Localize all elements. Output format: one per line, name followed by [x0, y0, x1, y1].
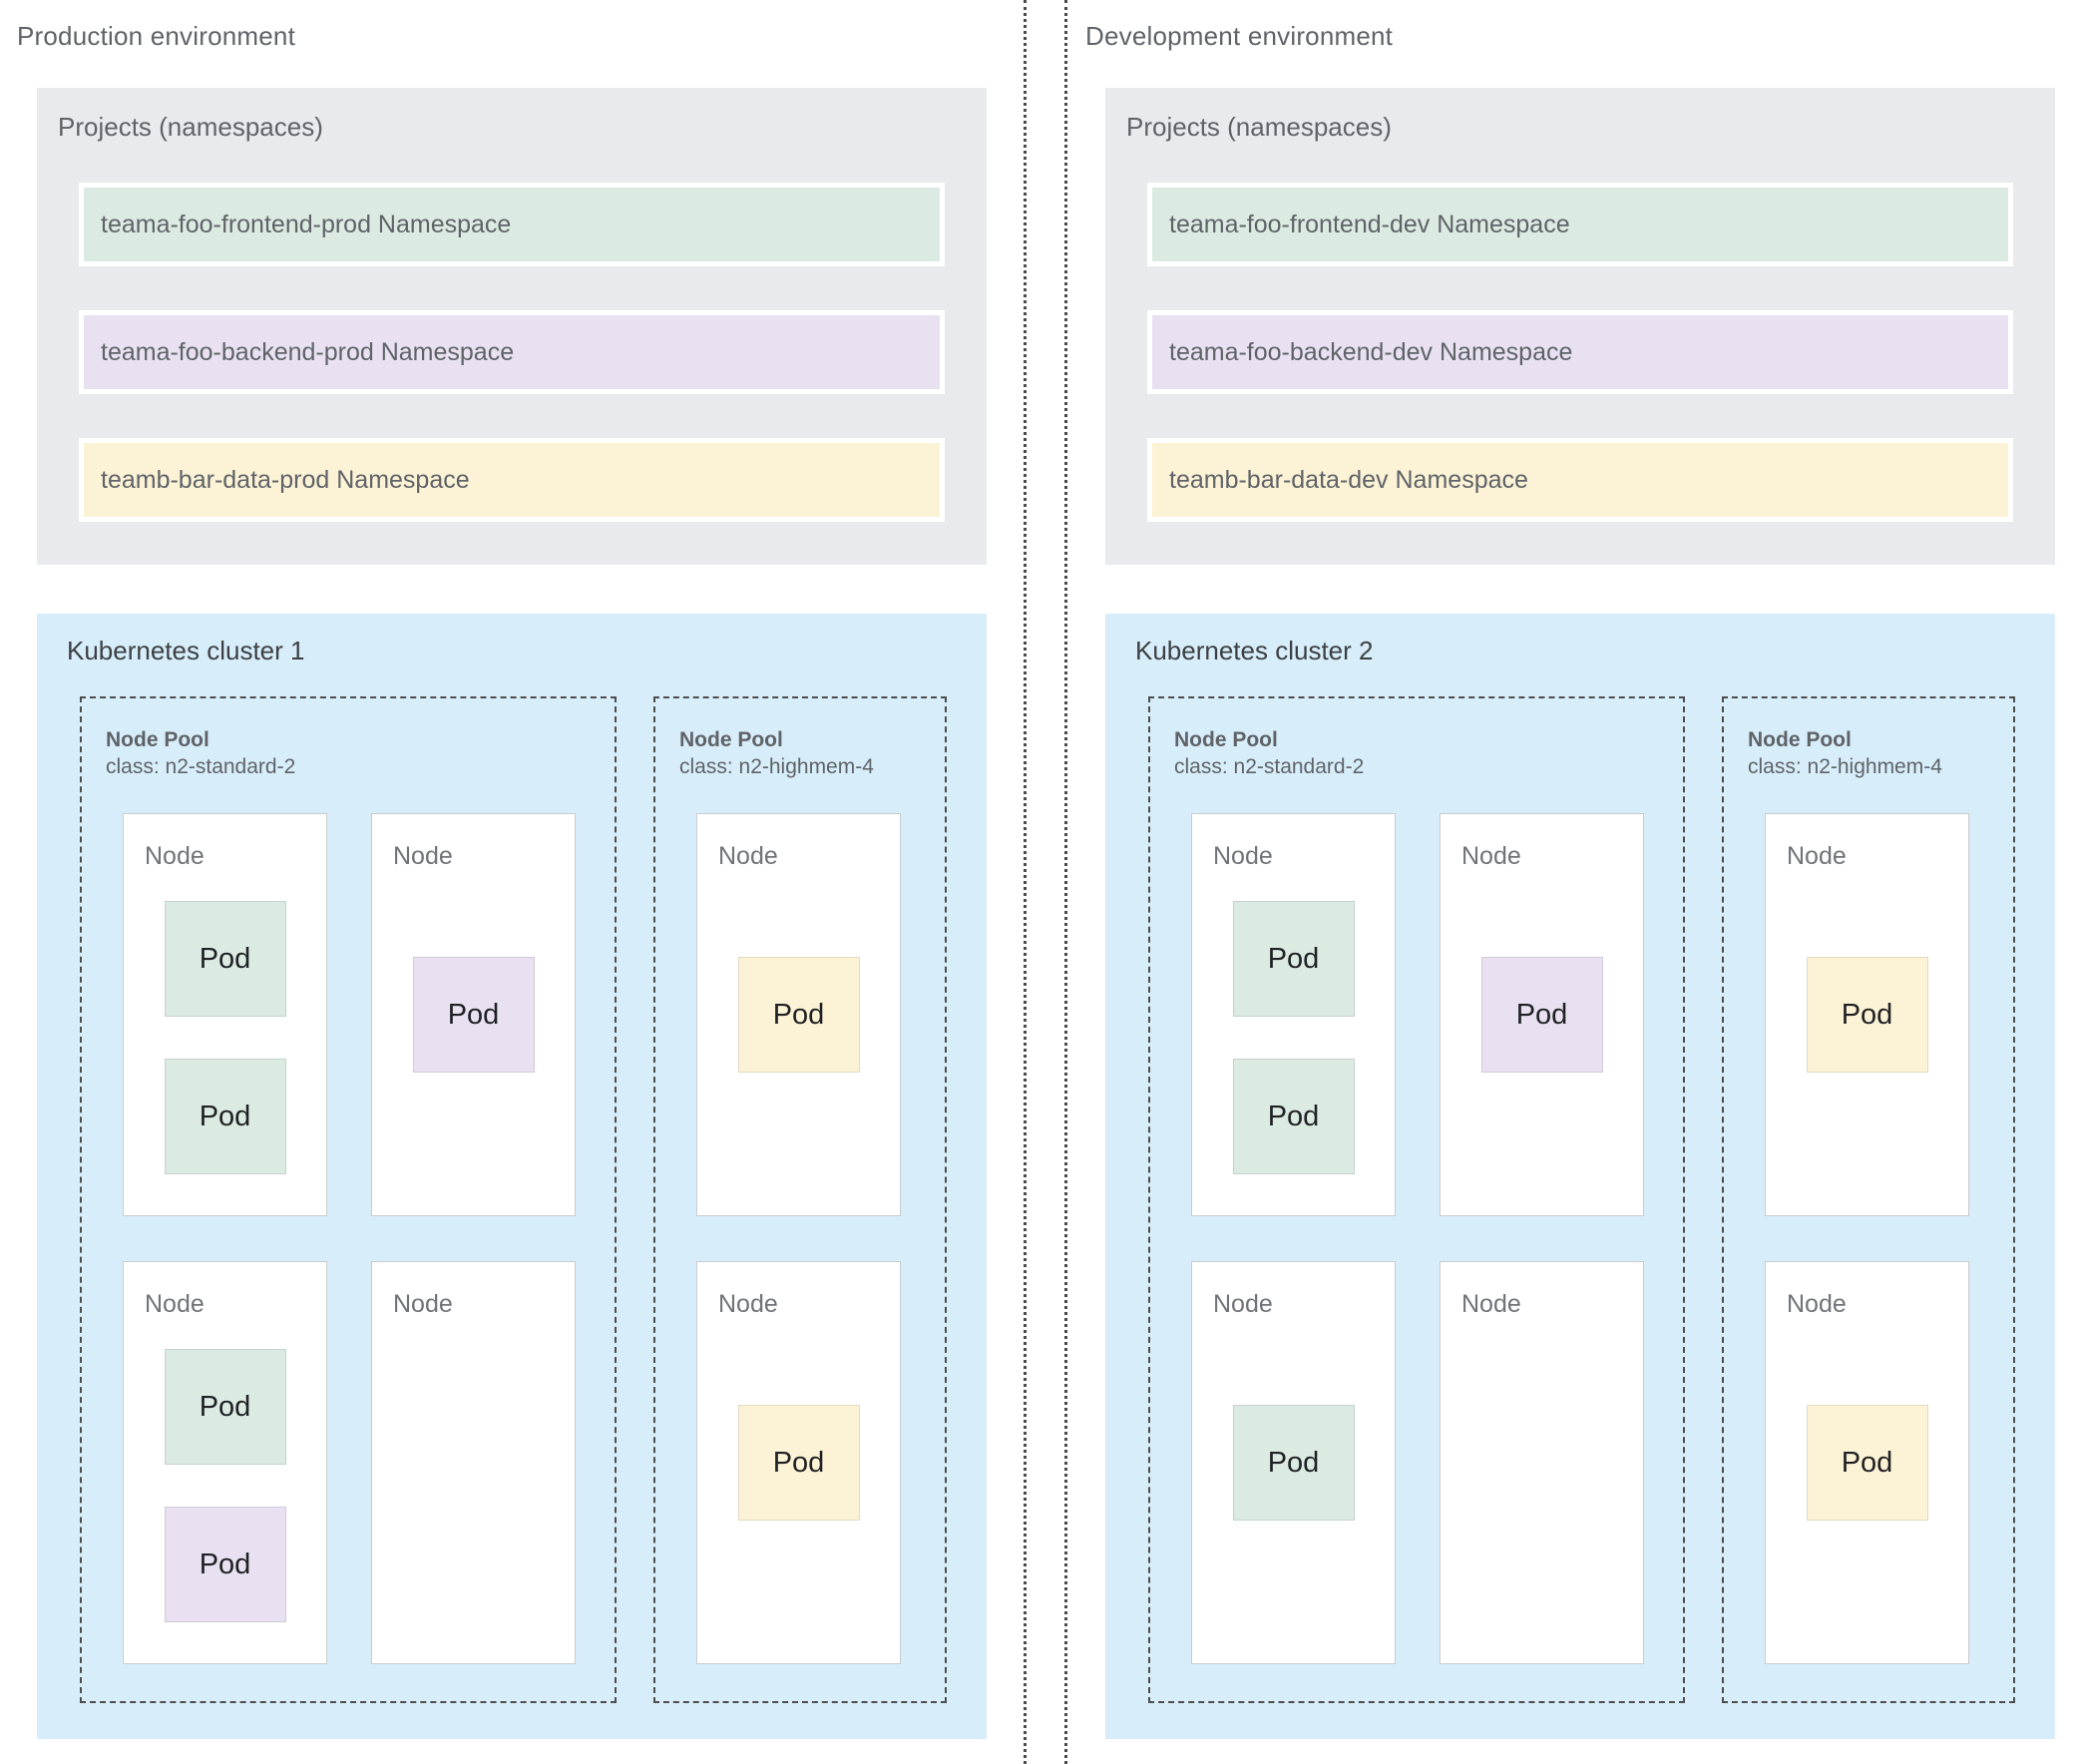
node-label: Node: [145, 842, 205, 870]
pods-container: Pod: [1766, 814, 1968, 1215]
node-box: Node: [371, 1261, 576, 1664]
cluster-title: Kubernetes cluster 2: [1135, 636, 1374, 665]
node-pool-class-label: class: n2-standard-2: [106, 755, 296, 778]
namespace-label: teama-foo-frontend-dev Namespace: [1169, 210, 1570, 238]
node-label: Node: [1213, 1290, 1273, 1318]
pod-frontend: Pod: [1232, 1405, 1355, 1521]
pods-container: [1441, 1262, 1643, 1663]
node-pool-title: Node Pool: [1174, 728, 1278, 751]
environment-divider-line-left: [1024, 0, 1027, 1764]
node-pool-class-label: class: n2-highmem-4: [1748, 755, 1942, 778]
pod-frontend: Pod: [164, 1349, 286, 1465]
pods-container: [372, 1262, 575, 1663]
pods-container: Pod: [697, 814, 900, 1215]
namespace-label: teama-foo-backend-prod Namespace: [101, 337, 515, 366]
node-pool-title: Node Pool: [106, 728, 209, 751]
namespace-row-backend: teama-foo-backend-prod Namespace: [79, 310, 945, 394]
kubernetes-cluster-box: Kubernetes cluster 1 Node Pool class: n2-s…: [37, 614, 987, 1739]
pods-container: Pod: [1441, 814, 1643, 1215]
environment-title: Production environment: [17, 21, 295, 51]
node-pool-title: Node Pool: [1748, 728, 1852, 751]
pod-frontend: Pod: [164, 901, 286, 1017]
kubernetes-cluster-box: Kubernetes cluster 2 Node Pool class: n2-s…: [1105, 614, 2055, 1739]
node-pool-header: Node Pool class: n2-highmem-4: [1748, 726, 1942, 780]
environment-divider-line-right: [1064, 0, 1067, 1764]
projects-namespaces-box: Projects (namespaces) teama-foo-frontend-…: [1105, 88, 2055, 565]
namespace-row-data: teamb-bar-data-dev Namespace: [1147, 438, 2013, 522]
node-pool-header: Node Pool class: n2-standard-2: [1174, 726, 1364, 780]
node-label: Node: [145, 1290, 205, 1318]
projects-box-title: Projects (namespaces): [58, 112, 323, 142]
namespace-row-frontend: teama-foo-frontend-prod Namespace: [79, 183, 945, 266]
node-box: Node: [1440, 1261, 1644, 1664]
pod-backend: Pod: [412, 957, 535, 1073]
projects-namespaces-box: Projects (namespaces) teama-foo-frontend-…: [37, 88, 987, 565]
pods-container: Pod: [1192, 1262, 1395, 1663]
namespace-row-backend: teama-foo-backend-dev Namespace: [1147, 310, 2013, 394]
namespace-label: teamb-bar-data-dev Namespace: [1169, 465, 1528, 494]
environment-title: Development environment: [1085, 21, 1394, 51]
node-label: Node: [1461, 1290, 1521, 1318]
node-label: Node: [718, 842, 778, 870]
namespace-row-frontend: teama-foo-frontend-dev Namespace: [1147, 183, 2013, 266]
pod-data: Pod: [1806, 957, 1928, 1073]
namespace-label: teama-foo-backend-dev Namespace: [1169, 337, 1573, 366]
node-pool-class-label: class: n2-highmem-4: [679, 755, 874, 778]
node-label: Node: [718, 1290, 778, 1318]
node-label: Node: [1787, 1290, 1847, 1318]
node-label: Node: [1461, 842, 1521, 870]
node-label: Node: [1213, 842, 1273, 870]
pods-container: Pod: [1766, 1262, 1968, 1663]
node-label: Node: [393, 842, 453, 870]
node-pool-title: Node Pool: [679, 728, 783, 751]
namespace-label: teama-foo-frontend-prod Namespace: [101, 210, 512, 238]
pod-frontend: Pod: [164, 1059, 286, 1174]
pod-backend: Pod: [164, 1507, 286, 1622]
pod-data: Pod: [1806, 1405, 1928, 1521]
node-label: Node: [393, 1290, 453, 1318]
projects-box-title: Projects (namespaces): [1126, 112, 1392, 142]
pod-data: Pod: [737, 957, 860, 1073]
pod-frontend: Pod: [1232, 901, 1355, 1017]
pod-frontend: Pod: [1232, 1059, 1355, 1174]
cluster-title: Kubernetes cluster 1: [67, 636, 305, 665]
pod-backend: Pod: [1480, 957, 1603, 1073]
node-pool-header: Node Pool class: n2-highmem-4: [679, 726, 874, 780]
node-label: Node: [1787, 842, 1847, 870]
pod-data: Pod: [737, 1405, 860, 1521]
namespace-row-data: teamb-bar-data-prod Namespace: [79, 438, 945, 522]
pods-container: Pod: [372, 814, 575, 1215]
node-pool-header: Node Pool class: n2-standard-2: [106, 726, 295, 780]
pods-container: Pod: [697, 1262, 900, 1663]
node-pool-class-label: class: n2-standard-2: [1174, 755, 1365, 778]
namespace-label: teamb-bar-data-prod Namespace: [101, 465, 470, 494]
